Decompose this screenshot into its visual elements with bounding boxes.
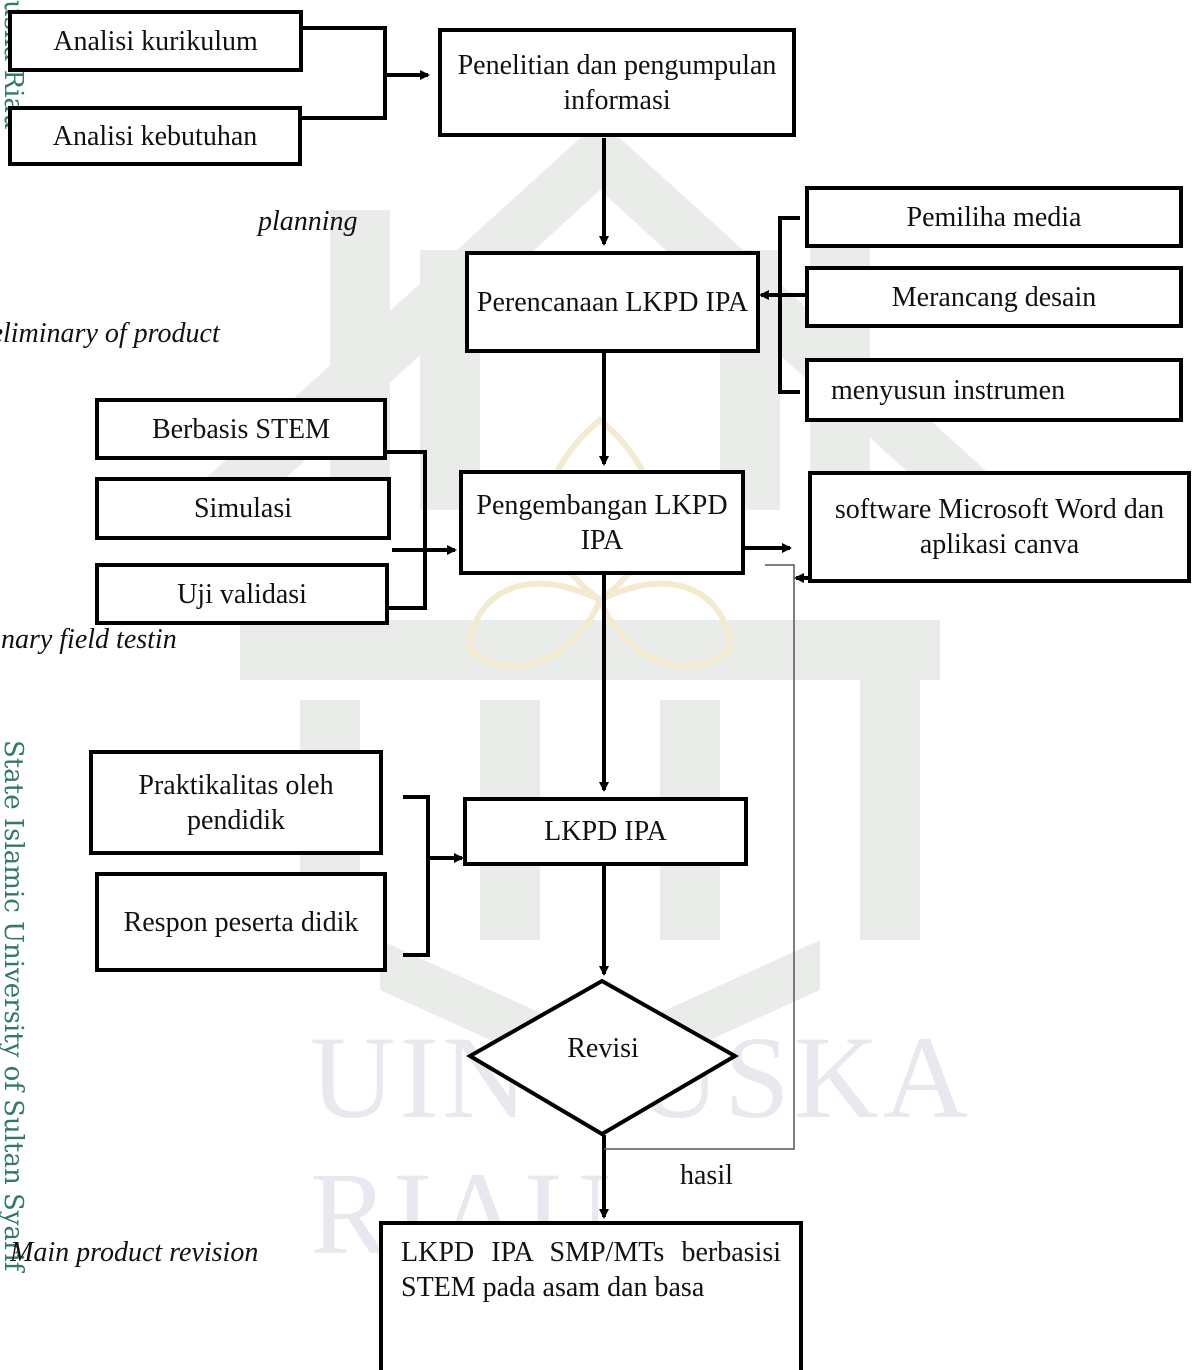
box-penelitian: Penelitian dan pengumpulan informasi	[438, 28, 796, 137]
box-analisi-kurikulum: Analisi kurikulum	[8, 10, 303, 72]
box-analisi-kebutuhan: Analisi kebutuhan	[8, 106, 302, 166]
stage-main-revision: Main product revision	[10, 1237, 259, 1268]
stage-planning: planning	[258, 206, 358, 237]
box-praktikalitas: Praktikalitas oleh pendidik	[89, 750, 383, 855]
box-final-product: LKPD IPA SMP/MTs berbasisi STEM pada asa…	[379, 1221, 803, 1370]
box-perencanaan: Perencanaan LKPD IPA	[465, 251, 760, 353]
stage-development: Development preliminary of product	[0, 318, 220, 349]
box-respon: Respon peserta didik	[95, 872, 387, 972]
box-uji-validasi: Uji validasi	[95, 563, 389, 625]
revisi-label: Revisi	[567, 1033, 639, 1064]
watermark-vertical-bottom: State Islamic University of Sultan Syari…	[0, 740, 28, 1272]
box-simulasi: Simulasi	[95, 477, 391, 540]
stage-field-testing: Preliminary field testin	[0, 624, 177, 655]
box-software: software Microsoft Word dan aplikasi can…	[808, 471, 1191, 583]
box-merancang-desain: Merancang desain	[805, 266, 1183, 328]
box-berbasis-stem: Berbasis STEM	[95, 398, 387, 460]
revisi-diamond	[466, 978, 740, 1137]
hasil-label: hasil	[680, 1160, 733, 1191]
box-menyusun-instrumen: menyusun instrumen	[805, 358, 1183, 422]
box-pengembangan: Pengembangan LKPD IPA	[459, 470, 745, 575]
box-pemiliha-media: Pemiliha media	[805, 186, 1183, 248]
box-lkpd-ipa: LKPD IPA	[463, 797, 748, 866]
